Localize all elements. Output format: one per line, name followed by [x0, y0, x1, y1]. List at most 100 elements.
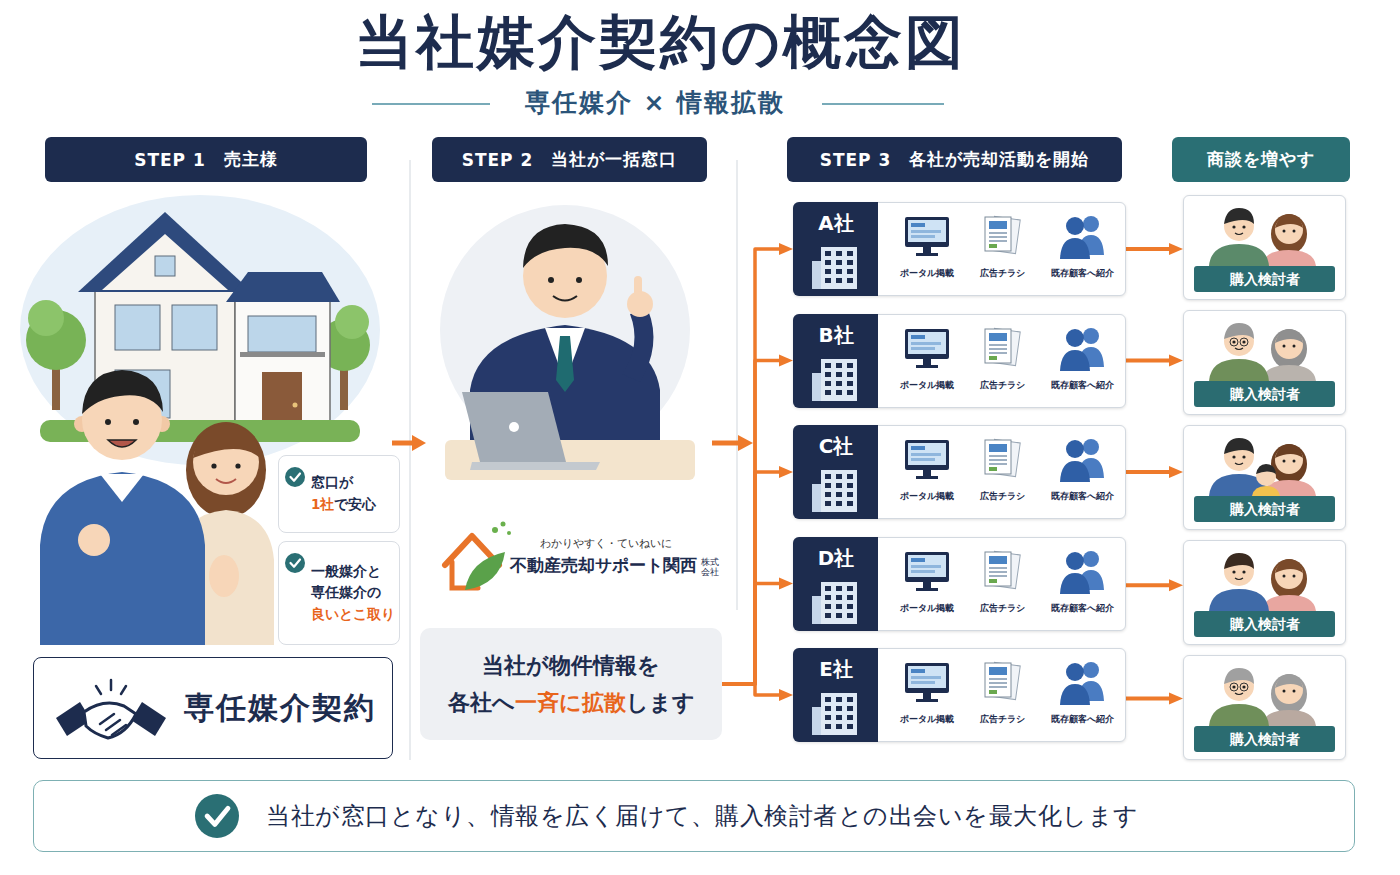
people-icon [1083, 216, 1099, 232]
flyer-icon [989, 455, 1007, 457]
node-text: 既存顧客へ紹介 [1039, 379, 1125, 392]
agent-illustration [440, 205, 695, 480]
people-icon [1060, 573, 1090, 594]
buyer-figure [1242, 455, 1245, 458]
building-icon [812, 707, 824, 735]
building-icon [847, 381, 853, 386]
node-text: ポータル掲載 [884, 490, 970, 503]
building-icon [825, 483, 831, 488]
icon-svg [794, 538, 1127, 632]
monitor-icon [911, 558, 925, 562]
contract-box: 専任媒介契約 [33, 657, 393, 759]
flyer-icon [990, 328, 1020, 365]
buyer-figure [1275, 446, 1303, 474]
node-text: 購入検討者 [1194, 496, 1335, 522]
people-icon [1078, 458, 1104, 478]
buyer-figure [1235, 348, 1243, 350]
buyer-figure [1275, 559, 1303, 573]
flyer-icon [990, 551, 1020, 588]
building-icon [847, 483, 853, 488]
column-divider [736, 160, 738, 610]
buyer-figure [1224, 671, 1254, 701]
diagram-title: 当社媒介契約の概念図 [0, 4, 1320, 82]
people-icon [1066, 440, 1084, 458]
buyer-figure [1262, 480, 1316, 496]
buyer-figure [1293, 690, 1296, 693]
check-icon [285, 553, 305, 573]
buyer-figure [1224, 553, 1254, 569]
node-text: 既存顧客へ紹介 [1039, 713, 1125, 726]
flyer-icon [985, 552, 1011, 586]
logo-name: 不動産売却サポート関西 [510, 554, 697, 577]
seller-illustration [20, 195, 380, 645]
connector-arrow [1126, 247, 1176, 251]
building-icon [847, 595, 853, 600]
seller-illustration [78, 212, 252, 292]
logo-mark [492, 527, 498, 533]
monitor-icon [911, 446, 925, 450]
connector-arrow [722, 584, 786, 685]
seller-illustration [193, 424, 260, 458]
highlight-text: 一斉に拡散 [515, 690, 626, 715]
building-icon [825, 251, 831, 256]
node-text: 当社が窓口となり、情報を広く届けて、購入検討者との出会いを最大化します [266, 800, 1139, 832]
buyer-figure [1209, 589, 1269, 611]
flow-arrow [412, 435, 426, 451]
seller-illustration [28, 300, 64, 336]
buyer-figure [1224, 556, 1254, 586]
seller-illustration [235, 300, 330, 435]
flyer-icon [985, 329, 1011, 363]
check-icon [285, 467, 305, 487]
flyer-icon [989, 682, 1007, 684]
handshake-icon [84, 703, 136, 738]
monitor-icon [916, 365, 938, 368]
column-divider [409, 160, 411, 760]
node-text: 当社が一括窓口 [551, 148, 677, 171]
node-text: 購入検討者 [1194, 266, 1335, 292]
buyer-figure [1235, 693, 1243, 695]
building-icon [836, 501, 842, 506]
building-icon [825, 363, 831, 368]
building-icon [847, 604, 853, 609]
monitor-icon [923, 359, 931, 365]
agent-illustration [576, 277, 582, 283]
people-icon [1060, 238, 1090, 259]
buyer-figure [1271, 329, 1307, 369]
building-icon [836, 251, 842, 256]
logo-mark [465, 552, 505, 590]
seller-illustration [155, 256, 175, 276]
node-text: STEP 2 [462, 150, 534, 170]
flyer-icon [989, 678, 1007, 680]
building-icon [825, 474, 831, 479]
agent-illustration [556, 336, 574, 392]
connector-arrow [722, 472, 786, 684]
icon-svg [34, 666, 184, 768]
seller-illustration [211, 463, 216, 468]
buyer-figure [1240, 683, 1248, 691]
company-label-panel [793, 537, 878, 631]
buyer-figure [1232, 570, 1235, 573]
building-icon [836, 363, 842, 368]
subtitle-rule [372, 103, 490, 105]
buyer-figure [1235, 463, 1243, 465]
monitor-icon [923, 470, 931, 476]
building-icon [847, 492, 853, 497]
flyer-icon [989, 463, 1007, 465]
monitor-icon [905, 217, 949, 247]
buyer-box: 購入検討者 [1183, 310, 1346, 415]
buyer-figure [1271, 214, 1307, 254]
connector-arrow [1126, 359, 1176, 363]
icon-svg [794, 203, 1127, 297]
seller-illustration [209, 555, 239, 597]
seller-illustration [133, 419, 139, 425]
flow-arrow [712, 441, 740, 446]
building-icon [825, 706, 831, 711]
flyer-icon [990, 662, 1020, 699]
agent-illustration [627, 291, 653, 317]
agent-illustration [509, 422, 519, 432]
node-text: 広告チラシ [959, 490, 1045, 503]
monitor-icon [905, 552, 949, 582]
people-icon [1083, 551, 1099, 567]
building-icon [825, 604, 831, 609]
